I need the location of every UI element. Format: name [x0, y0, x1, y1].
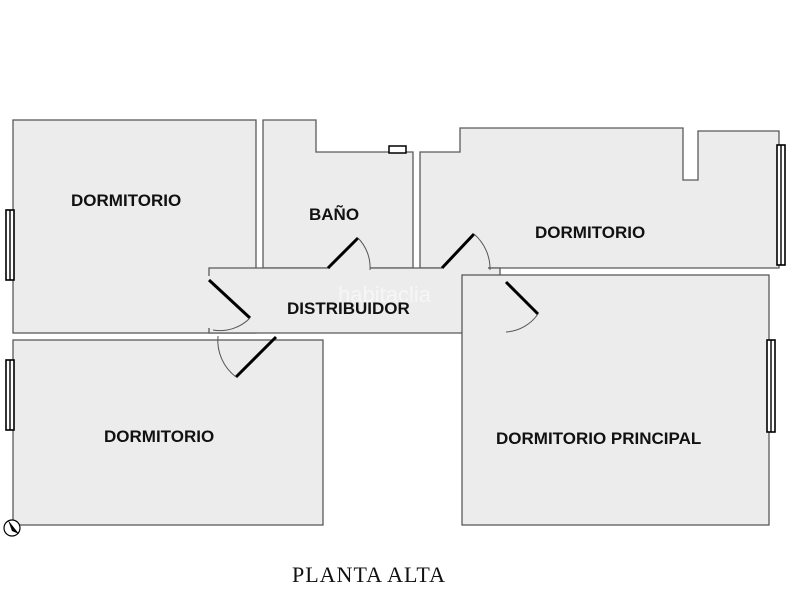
door-dormitorio-bottom-left	[217, 335, 278, 379]
window-right-bottom	[766, 339, 776, 433]
room-bano	[262, 119, 414, 269]
label-dormitorio-principal: DORMITORIO PRINCIPAL	[496, 429, 701, 448]
door-dormitorio-top-left	[207, 278, 252, 332]
opening-bano-distribuidor	[330, 264, 370, 272]
north-arrow-icon	[3, 519, 21, 537]
window-right-top	[776, 144, 786, 266]
plan-title: PLANTA ALTA	[292, 562, 446, 587]
label-dormitorio-bottom-left: DORMITORIO	[104, 427, 214, 446]
room-dormitorio-top-right	[419, 127, 780, 269]
window-left-top	[5, 209, 15, 281]
label-distribuidor: DISTRIBUIDOR	[287, 299, 410, 318]
window-left-bottom	[5, 359, 15, 431]
opening-distribuidor-left	[205, 276, 213, 328]
label-dormitorio-top-left: DORMITORIO	[71, 191, 181, 210]
label-bano: BAÑO	[309, 204, 359, 224]
room-dormitorio-bottom-left	[12, 339, 324, 526]
opening-dormitorio-distribuidor	[442, 264, 488, 272]
door-bano	[326, 236, 371, 271]
watermark: habitaclia	[338, 282, 432, 307]
room-dormitorio-principal	[461, 274, 770, 526]
door-dormitorio-top-right	[440, 232, 491, 271]
label-dormitorio-top-right: DORMITORIO	[535, 223, 645, 242]
bathroom-vent-icon	[388, 145, 407, 154]
opening-distribuidor-principal	[496, 278, 504, 330]
door-dormitorio-principal	[504, 280, 540, 333]
